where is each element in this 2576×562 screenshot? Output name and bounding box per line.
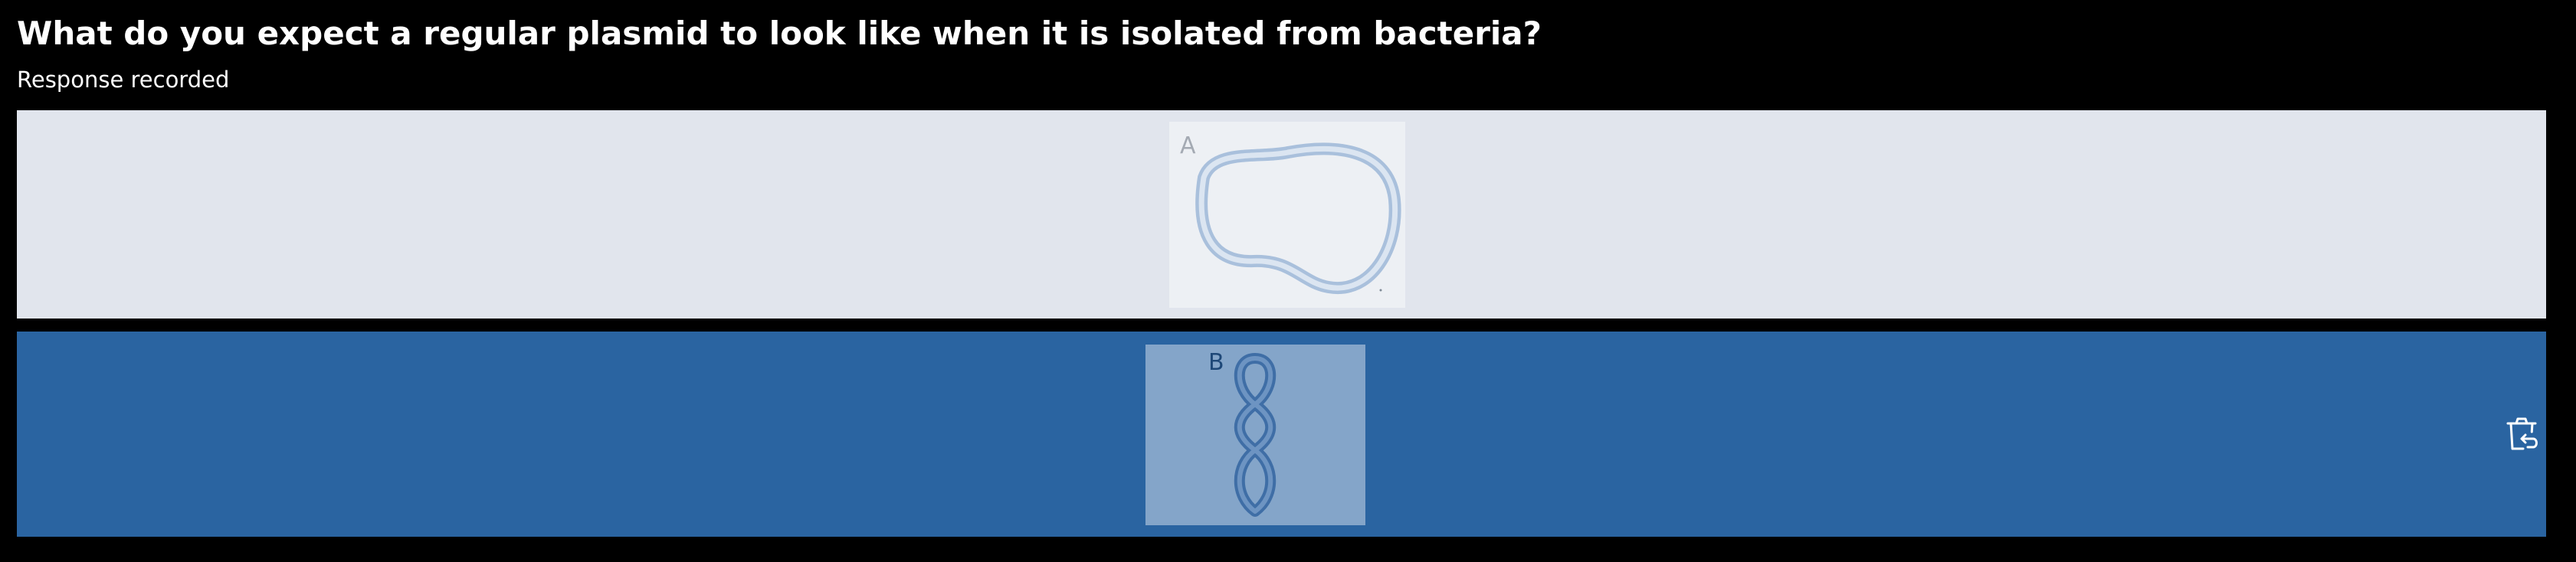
question-title: What do you expect a regular plasmid to … [17,15,1542,52]
supercoiled-plasmid-image [1234,353,1277,517]
circular-plasmid-image [1195,142,1401,295]
option-a-letter: A [1180,132,1196,159]
option-b-image: B [1145,345,1365,525]
option-b-letter: B [1208,349,1224,376]
clear-response-icon[interactable] [2502,415,2541,453]
option-a-image: A [1169,122,1405,308]
response-status: Response recorded [17,67,230,93]
answer-option-b[interactable]: B [17,332,2546,537]
answer-option-a[interactable]: A [17,110,2546,319]
